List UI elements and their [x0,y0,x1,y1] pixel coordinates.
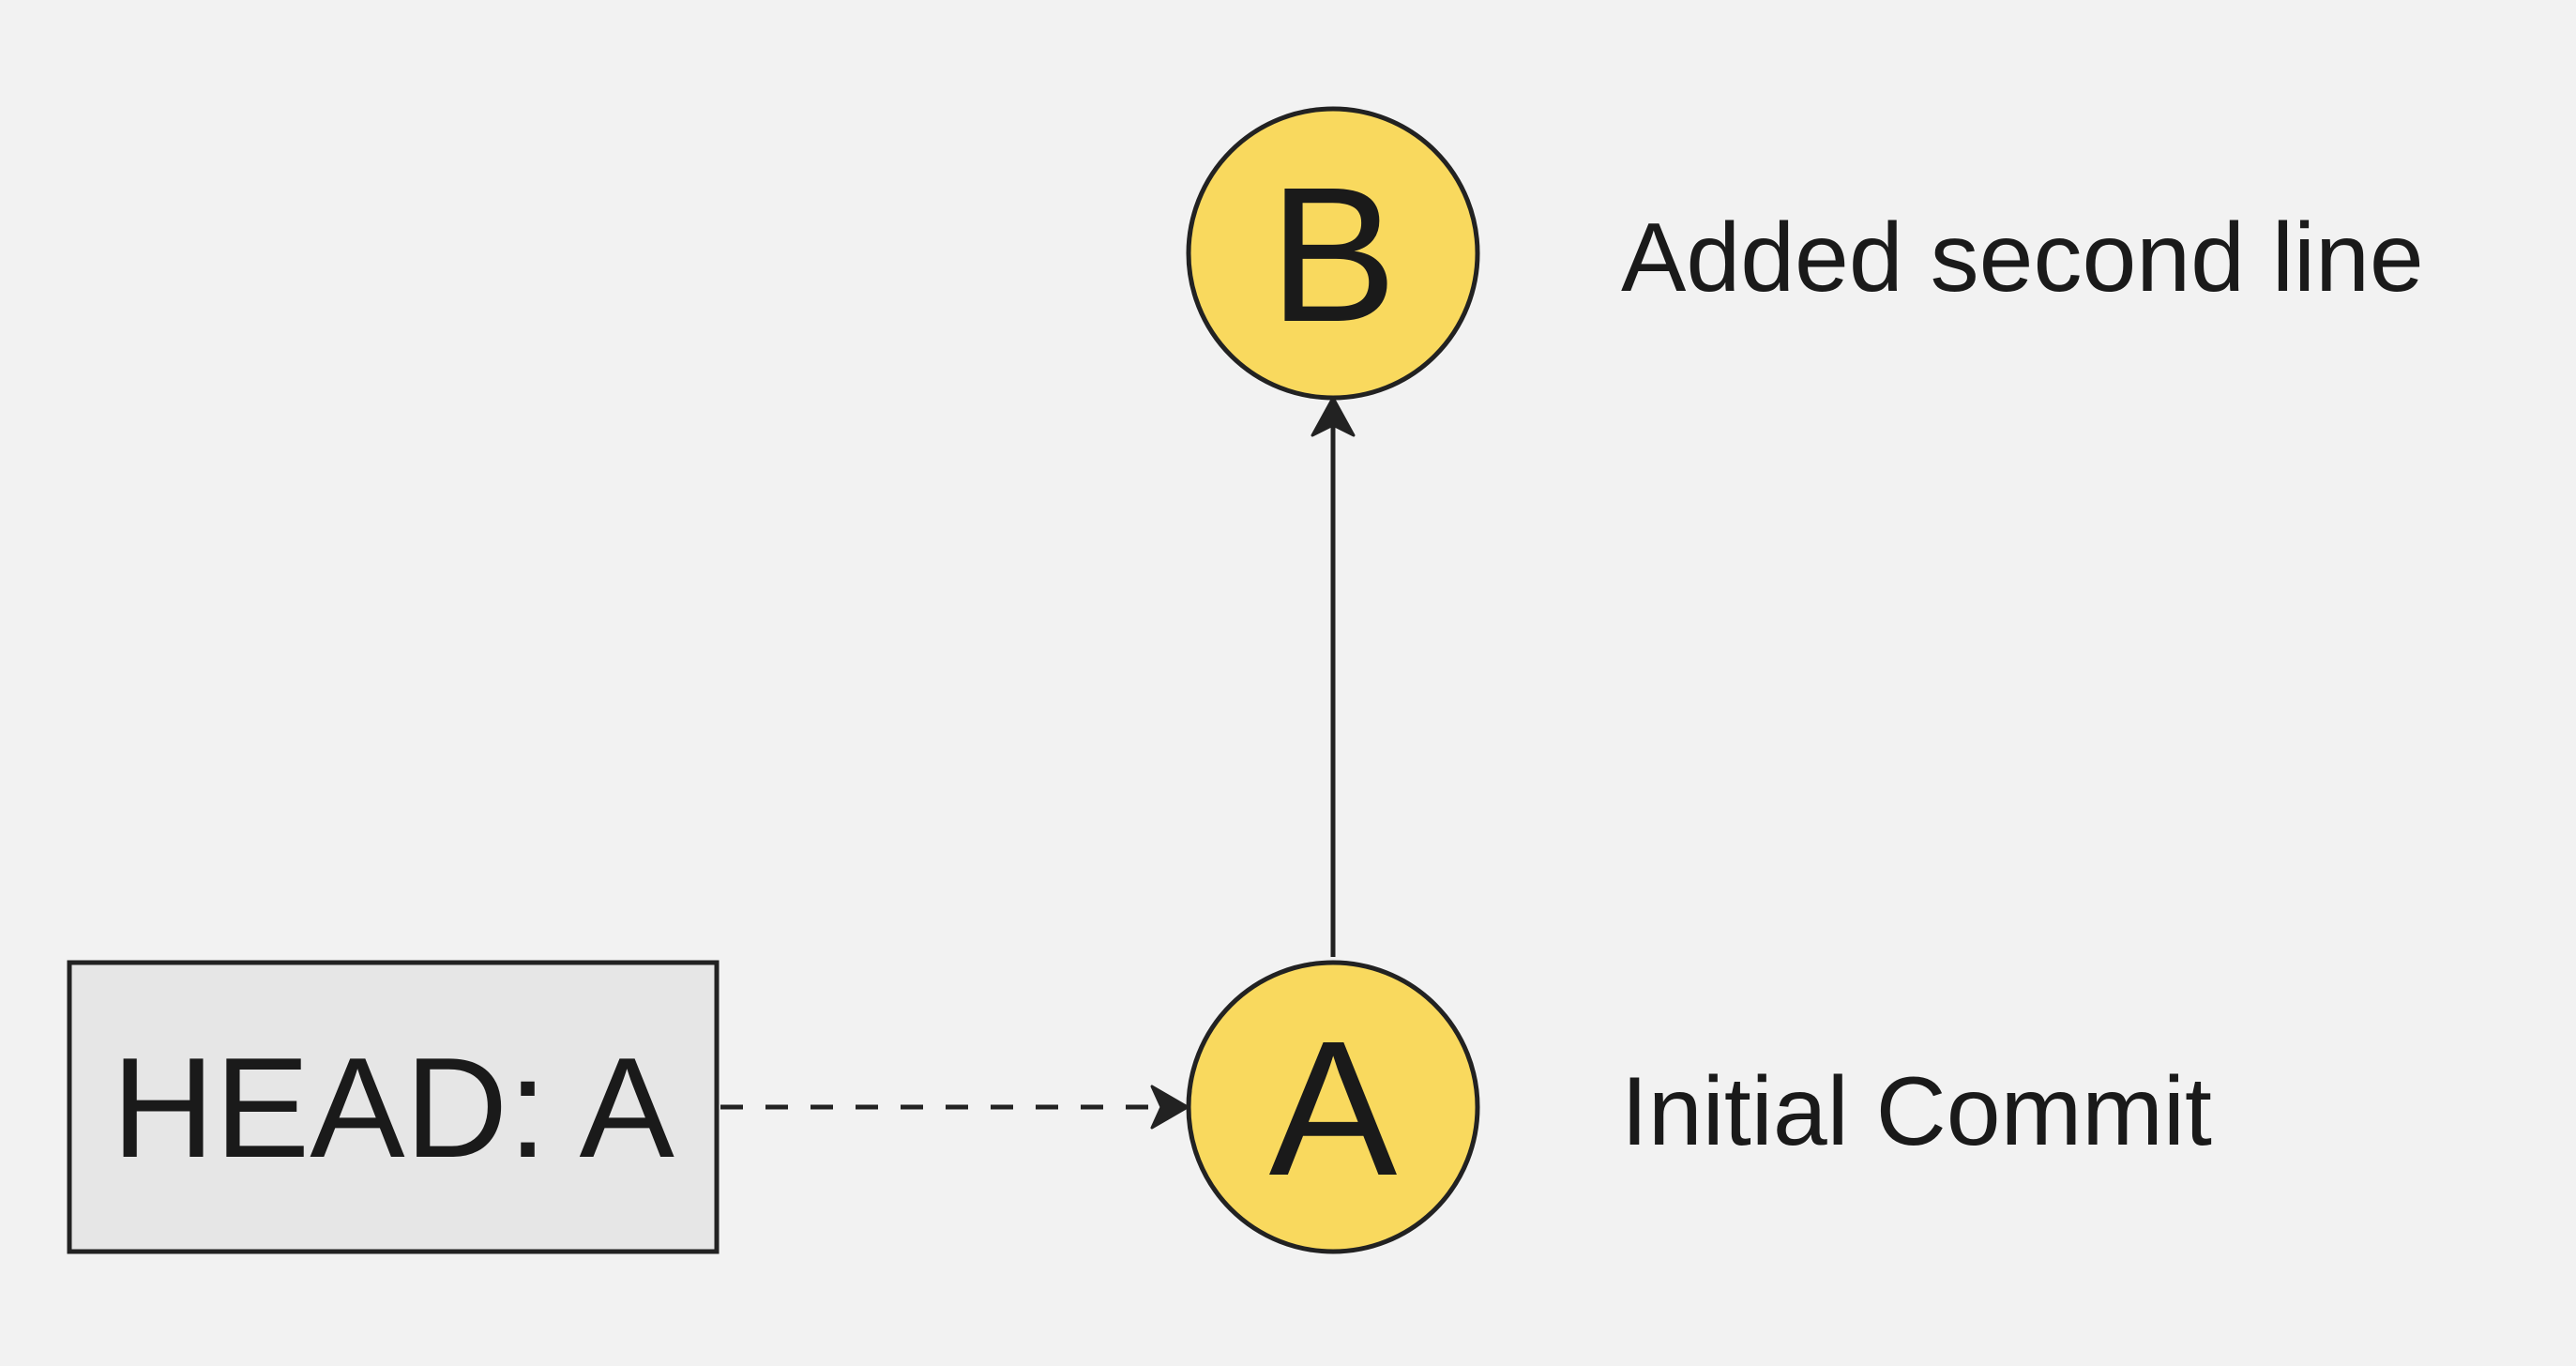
commit-message-b: Added second line [1621,204,2424,312]
head-pointer-box[interactable]: HEAD: A [67,960,720,1254]
commit-message-a: Initial Commit [1621,1057,2212,1166]
head-pointer-label: HEAD: A [112,1028,674,1188]
edge-a-to-b [1311,396,1356,957]
commit-id-a: A [1269,1001,1398,1216]
edge-head-to-a [720,1085,1190,1130]
commit-node-b[interactable]: B [1186,106,1480,401]
commit-id-b: B [1269,147,1398,362]
commit-node-a[interactable]: A [1186,960,1480,1254]
